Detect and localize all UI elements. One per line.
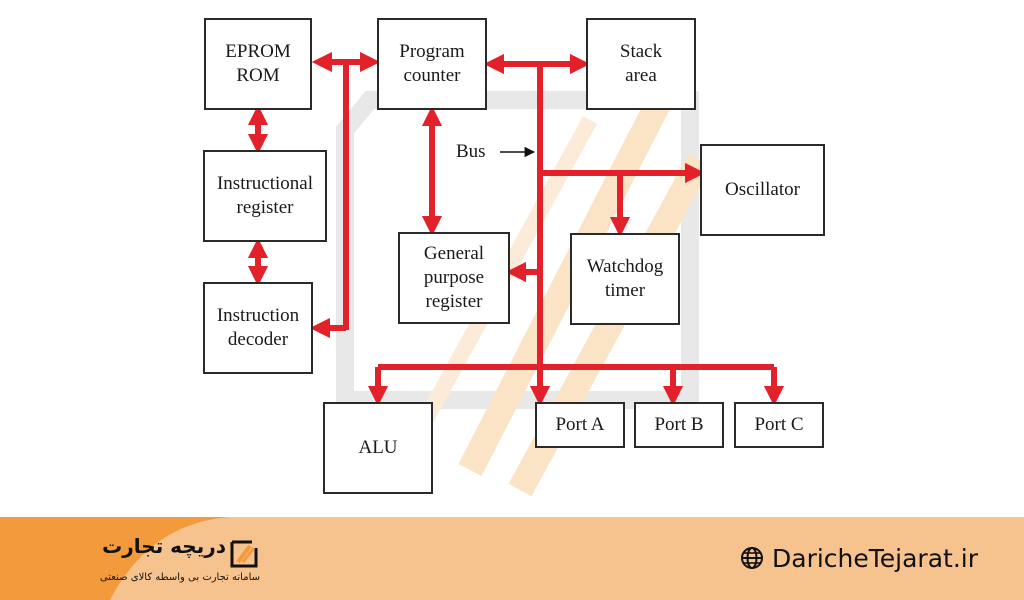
stack-area-block: Stack area xyxy=(586,18,696,110)
website-url[interactable]: DaricheTejarat.ir xyxy=(772,543,979,573)
port-c-block: Port C xyxy=(734,402,824,448)
port-a-block: Port A xyxy=(535,402,625,448)
general-purpose-register-block: General purpose register xyxy=(398,232,510,324)
brand-name: دریچه تجارت xyxy=(102,534,226,558)
brand-tagline: سامانه تجارت بی واسطه کالای صنعتی xyxy=(99,572,260,583)
footer-accent-swoosh xyxy=(0,517,230,600)
instructional-register-block: Instructional register xyxy=(203,150,327,242)
brand-logo-icon xyxy=(230,540,258,568)
globe-icon xyxy=(741,547,763,569)
bus-label: Bus xyxy=(456,141,486,162)
alu-block: ALU xyxy=(323,402,433,494)
website-link[interactable]: DaricheTejarat.ir xyxy=(740,540,978,576)
microcontroller-block-diagram: EPROM ROM Program counter Stack area Ins… xyxy=(203,18,825,497)
eprom-rom-block: EPROM ROM xyxy=(204,18,312,110)
watchdog-timer-block: Watchdog timer xyxy=(570,233,680,325)
oscillator-block: Oscillator xyxy=(700,144,825,236)
instruction-decoder-block: Instruction decoder xyxy=(203,282,313,374)
port-b-block: Port B xyxy=(634,402,724,448)
bus-lines xyxy=(247,51,785,497)
program-counter-block: Program counter xyxy=(377,18,487,110)
